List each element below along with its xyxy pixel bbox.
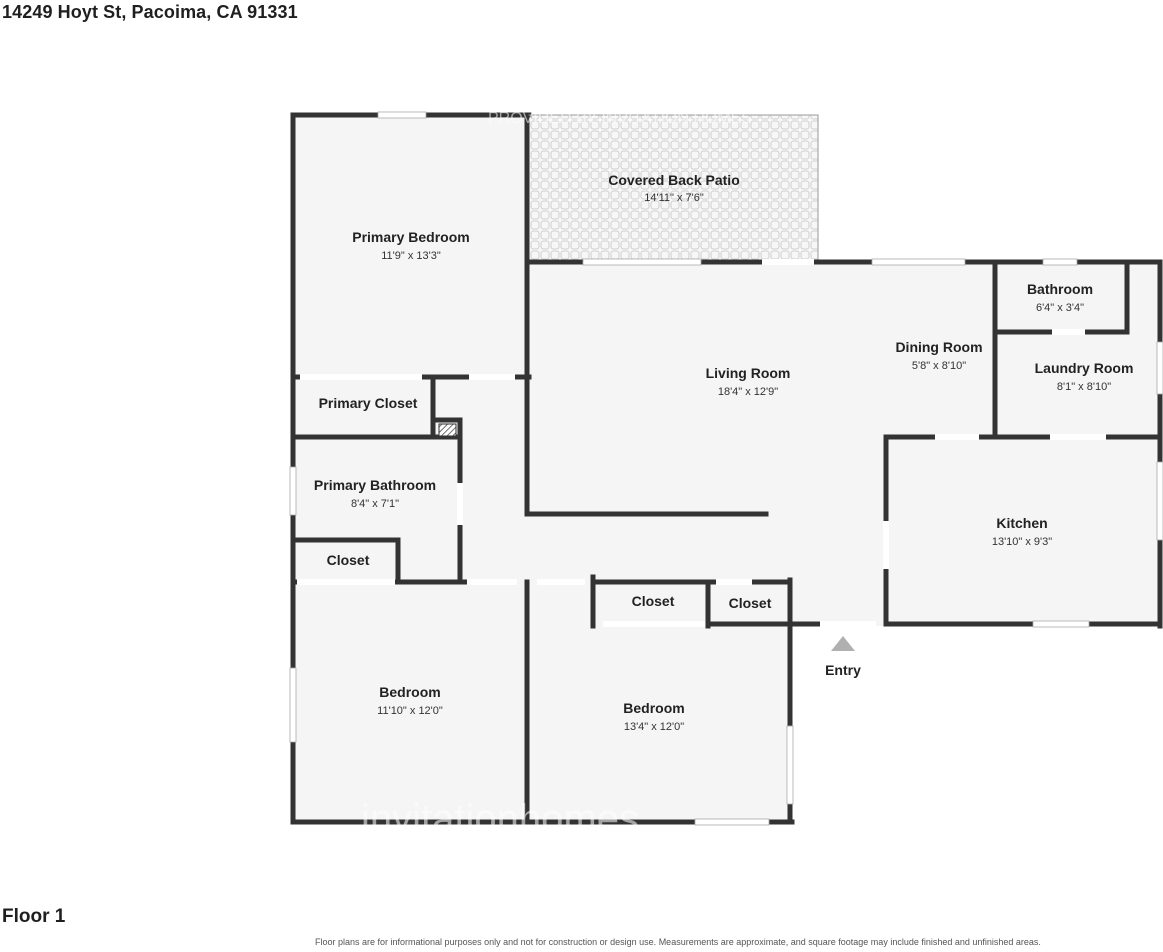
openings [289,111,1163,826]
window [1156,341,1163,395]
room-kitchen: Kitchen 13'10" x 9'3" [992,515,1052,548]
svg-text:Bathroom: Bathroom [1027,281,1093,297]
svg-text:Kitchen: Kitchen [996,515,1047,531]
svg-text:Primary Bedroom: Primary Bedroom [352,229,469,245]
room-dining-room: Dining Room 5'8" x 8'10" [895,339,982,372]
svg-text:Bedroom: Bedroom [379,684,440,700]
disclaimer-text: Floor plans are for informational purpos… [315,937,1041,947]
svg-text:13'10" x 9'3": 13'10" x 9'3" [992,536,1052,548]
svg-text:Primary Closet: Primary Closet [319,395,418,411]
room-bedroom-right: Bedroom 13'4" x 12'0" [623,700,684,733]
property-address: 14249 Hoyt St, Pacoima, CA 91331 [2,2,298,22]
svg-text:18'4" x 12'9": 18'4" x 12'9" [718,386,778,398]
svg-text:Closet: Closet [327,552,370,568]
door-opening [297,579,395,585]
entry-label: Entry [825,662,861,678]
floor-areas [293,115,1160,822]
entry-arrow-icon [831,636,855,651]
door-opening [1052,329,1085,335]
entry-door-opening [820,621,876,627]
svg-text:Dining Room: Dining Room [895,339,982,355]
window [694,818,770,826]
door-opening [935,434,979,440]
shaft-hatch [438,423,457,437]
door-opening [537,579,585,585]
svg-text:Living Room: Living Room [706,365,791,381]
svg-text:5'8" x 8'10": 5'8" x 8'10" [912,360,966,372]
svg-text:Closet: Closet [729,595,772,611]
watermark-bottom: invitationhomes [361,797,639,841]
svg-text:14'11" x 7'6": 14'11" x 7'6" [644,192,704,204]
room-primary-bedroom: Primary Bedroom 11'9" x 13'3" [352,229,469,262]
patio-floor [529,115,818,262]
window [582,258,702,266]
room-primary-closet: Primary Closet [319,395,418,411]
door-opening [603,621,705,627]
window [1032,620,1090,628]
window [786,725,794,805]
window [871,258,966,266]
window [289,466,297,516]
svg-text:11'9" x 13'3": 11'9" x 13'3" [381,250,441,262]
svg-text:Closet: Closet [632,593,675,609]
svg-text:6'4" x 3'4": 6'4" x 3'4" [1036,302,1084,314]
door-opening [467,579,517,585]
window [377,111,427,119]
window [289,667,297,743]
svg-text:Covered Back Patio: Covered Back Patio [608,172,740,188]
room-covered-back-patio: Covered Back Patio 14'11" x 7'6" [608,172,740,204]
room-laundry-room: Laundry Room 8'1" x 8'10" [1035,360,1134,393]
door-opening [300,374,422,380]
room-closet-mid-2: Closet [729,595,772,611]
door-opening [457,483,463,525]
door-opening [762,259,814,265]
house-floor [293,115,1160,822]
room-closet-left: Closet [327,552,370,568]
window [1156,461,1163,541]
door-opening [469,374,515,380]
door-opening [883,521,889,569]
door-opening [716,579,752,585]
room-labels: Covered Back Patio 14'11" x 7'6" Primary… [314,172,1133,733]
door-opening [1050,434,1106,440]
room-bathroom: Bathroom 6'4" x 3'4" [1027,281,1093,314]
room-bedroom-left: Bedroom 11'10" x 12'0" [377,684,443,717]
svg-text:Primary Bathroom: Primary Bathroom [314,477,436,493]
room-living-room: Living Room 18'4" x 12'9" [706,365,791,398]
room-primary-bathroom: Primary Bathroom 8'4" x 7'1" [314,477,436,510]
room-closet-mid-1: Closet [632,593,675,609]
svg-text:8'4" x 7'1": 8'4" x 7'1" [351,498,399,510]
svg-text:Laundry Room: Laundry Room [1035,360,1134,376]
svg-text:11'10" x 12'0": 11'10" x 12'0" [377,705,443,717]
svg-text:8'1" x 8'10": 8'1" x 8'10" [1057,381,1111,393]
window [1042,258,1078,266]
svg-text:13'4" x 12'0": 13'4" x 12'0" [624,721,684,733]
floor-label: Floor 1 [2,906,66,927]
watermark-top: PROVIDED BY INVITATION HOMES [488,110,752,127]
svg-text:Bedroom: Bedroom [623,700,684,716]
